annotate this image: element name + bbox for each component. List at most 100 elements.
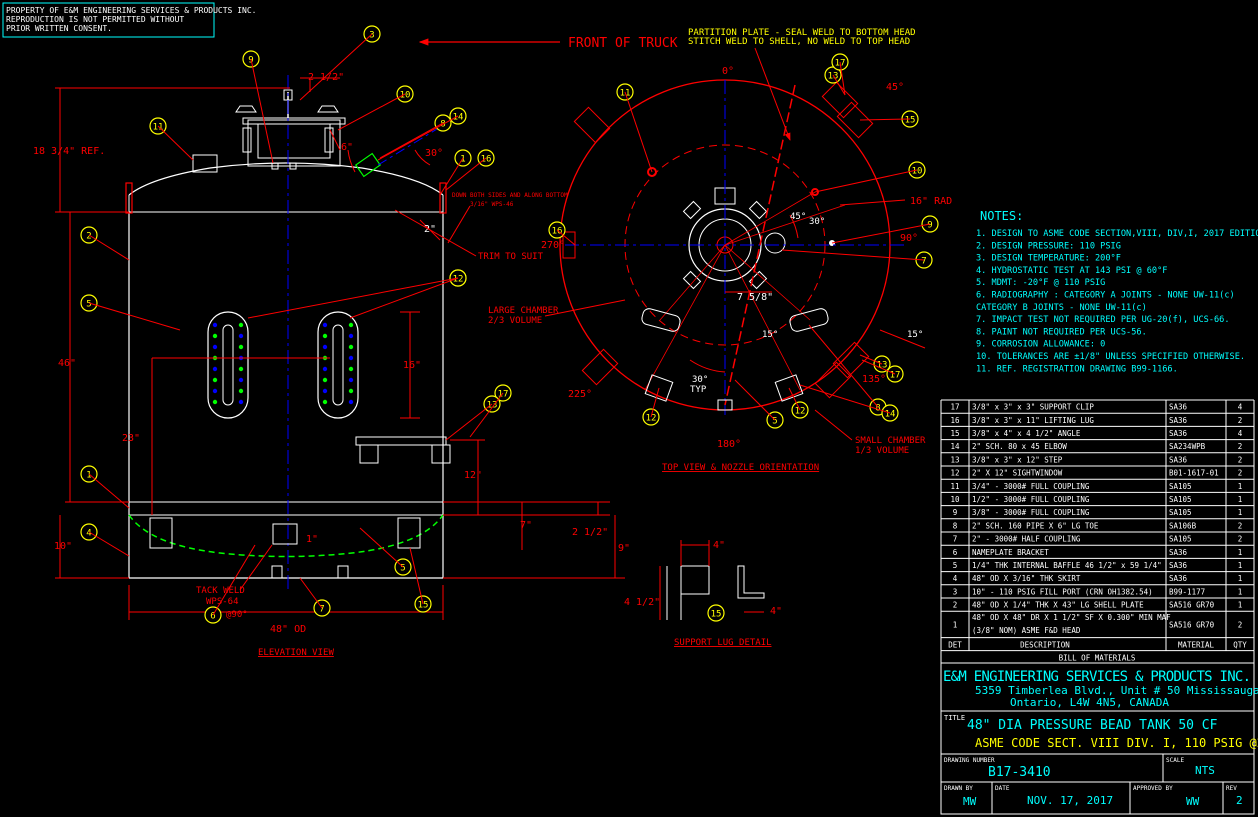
- bom-cell: SA36: [1169, 574, 1188, 583]
- bom-cell: 1: [1238, 548, 1243, 557]
- dim-30: 30°: [425, 148, 443, 159]
- date-label: DATE: [995, 785, 1010, 792]
- dim-48-od: 48" OD: [270, 624, 306, 635]
- bom-cell: SA36: [1169, 561, 1188, 570]
- bom-cell: 14: [950, 442, 960, 451]
- dim-23: 23": [122, 433, 140, 444]
- bom-cell: SA105: [1169, 535, 1192, 544]
- large-chamber-2: 2/3 VOLUME: [488, 316, 542, 326]
- callout-number: 10: [912, 167, 923, 177]
- bom-cell: SA36: [1169, 455, 1188, 464]
- bom-cell: 17: [950, 403, 959, 412]
- note-line: 8. PAINT NOT REQUIRED PER UCS-56.: [976, 327, 1147, 337]
- title-block: [940, 662, 1255, 815]
- callout-number: 9: [927, 221, 932, 231]
- company-address-1: 5359 Timberlea Blvd., Unit # 50 Mississa…: [975, 684, 1258, 697]
- trim-to-suit: TRIM TO SUIT: [478, 252, 544, 262]
- note-line: 11. REF. REGISTRATION DRAWING B99-1166.: [976, 364, 1178, 374]
- callout-number: 13: [877, 361, 888, 371]
- bom-cell: SA36: [1169, 416, 1188, 425]
- bom-cell: 2: [1238, 469, 1243, 478]
- angle-45b: 45°: [790, 212, 806, 222]
- scale-label: SCALE: [1166, 757, 1184, 764]
- copyright-line-2: REPRODUCTION IS NOT PERMITTED WITHOUT: [6, 15, 184, 24]
- bom-cell: 9: [953, 508, 958, 517]
- callout-leaders: [88, 33, 931, 616]
- bom-title: BILL OF MATERIALS: [1059, 654, 1136, 663]
- bom-cell: 11: [950, 482, 959, 491]
- callout-number: 12: [795, 407, 806, 417]
- partition-note-2: STITCH WELD TO SHELL, NO WELD TO TOP HEA…: [688, 37, 910, 47]
- drawing-title-2: ASME CODE SECT. VIII DIV. I, 110 PSIG @2…: [975, 736, 1258, 750]
- bom-cell: 2: [953, 601, 958, 610]
- large-chamber-1: LARGE CHAMBER: [488, 306, 559, 316]
- bom-cell: NAMEPLATE BRACKET: [972, 548, 1049, 557]
- elevation-view-title: ELEVATION VIEW: [258, 648, 334, 658]
- notes-heading: NOTES:: [980, 209, 1023, 223]
- bom-cell: SA516 GR70: [1169, 620, 1215, 629]
- callout-number: 6: [210, 612, 215, 622]
- angle-30: 30°: [809, 217, 825, 227]
- note-line: 10. TOLERANCES ARE ±1/8" UNLESS SPECIFIE…: [976, 352, 1245, 362]
- copyright-block: PROPERTY OF E&M ENGINEERING SERVICES & P…: [2, 2, 256, 38]
- drawn-by: MW: [963, 795, 977, 808]
- bom-cell: SA105: [1169, 495, 1192, 504]
- note-line: 9. CORROSION ALLOWANCE: 0: [976, 340, 1105, 350]
- bom-cell: 2: [1238, 442, 1243, 451]
- dim-2-half: 2 1/2": [308, 72, 344, 83]
- callout-number: 10: [400, 91, 411, 101]
- bom-cell: 1: [1238, 601, 1243, 610]
- radius-16: 16" RAD: [910, 196, 952, 207]
- bom-header: DET: [948, 641, 962, 650]
- angle-typ: TYP: [690, 385, 707, 395]
- callout-balloon: [707, 604, 725, 622]
- rev-label: REV: [1226, 785, 1237, 792]
- callout-number: 14: [885, 410, 896, 420]
- dim-10: 10": [54, 541, 72, 552]
- dim-16: 16": [403, 360, 421, 371]
- tack-weld-2: WPS-64: [206, 597, 239, 607]
- callout-number: 15: [711, 610, 722, 620]
- bom-header: DESCRIPTION: [1020, 641, 1070, 650]
- dim-7-5-8: 7 5/8": [737, 292, 773, 303]
- bom-cell: SA36: [1169, 403, 1188, 412]
- support-lug-title: SUPPORT LUG DETAIL: [674, 638, 772, 648]
- scale-value: NTS: [1195, 764, 1215, 777]
- rev-value: 2: [1236, 794, 1243, 807]
- dim-ref: 18 3/4" REF.: [33, 146, 105, 157]
- callout-number: 7: [921, 257, 926, 267]
- bom-cell: 1: [1238, 508, 1243, 517]
- callout-number: 12: [453, 275, 464, 285]
- callout-number: 13: [828, 72, 839, 82]
- bom-cell: SA36: [1169, 429, 1188, 438]
- bom-cell: 10: [950, 495, 960, 504]
- callout-number: 1: [460, 155, 465, 165]
- company-name: E&M ENGINEERING SERVICES & PRODUCTS INC.: [943, 669, 1251, 685]
- callout-number: 8: [875, 404, 880, 414]
- note-line: 6. RADIOGRAPHY : CATEGORY A JOINTS - NON…: [976, 291, 1235, 301]
- callout-number: 15: [418, 601, 429, 611]
- bom-cell: B99-1177: [1169, 587, 1205, 596]
- callout-number: 5: [86, 300, 91, 310]
- bom-cell: 5: [953, 561, 958, 570]
- bom-cell: 2" X 12" SIGHTWINDOW: [972, 469, 1063, 478]
- bom-cell: 10" - 110 PSIG FILL PORT (CRN OH1382.54): [972, 587, 1153, 596]
- drawn-by-label: DRAWN BY: [944, 785, 973, 792]
- bom-cell: 2: [1238, 535, 1243, 544]
- bom-cell: 1: [1238, 574, 1243, 583]
- sightwindow-right: [317, 311, 359, 419]
- angle-270: 270°: [541, 240, 565, 251]
- bom-cell: 2" - 3000# HALF COUPLING: [972, 535, 1081, 544]
- top-view-title: TOP VIEW & NOZZLE ORIENTATION: [662, 463, 819, 473]
- approved-by-label: APPROVED BY: [1133, 785, 1173, 792]
- approved-by: WW: [1186, 795, 1200, 808]
- bom-cell: 3/8" x 4" x 4 1/2" ANGLE: [972, 429, 1081, 438]
- callout-number: 13: [487, 401, 498, 411]
- callout-number: 1: [86, 471, 91, 481]
- bom-cell: 2: [1238, 455, 1243, 464]
- bom-cell: 3/8" x 3" x 3" SUPPORT CLIP: [972, 403, 1094, 412]
- callout-number: 11: [153, 123, 164, 133]
- bom-cell: 12: [950, 469, 959, 478]
- bom-cell: 1: [1238, 495, 1243, 504]
